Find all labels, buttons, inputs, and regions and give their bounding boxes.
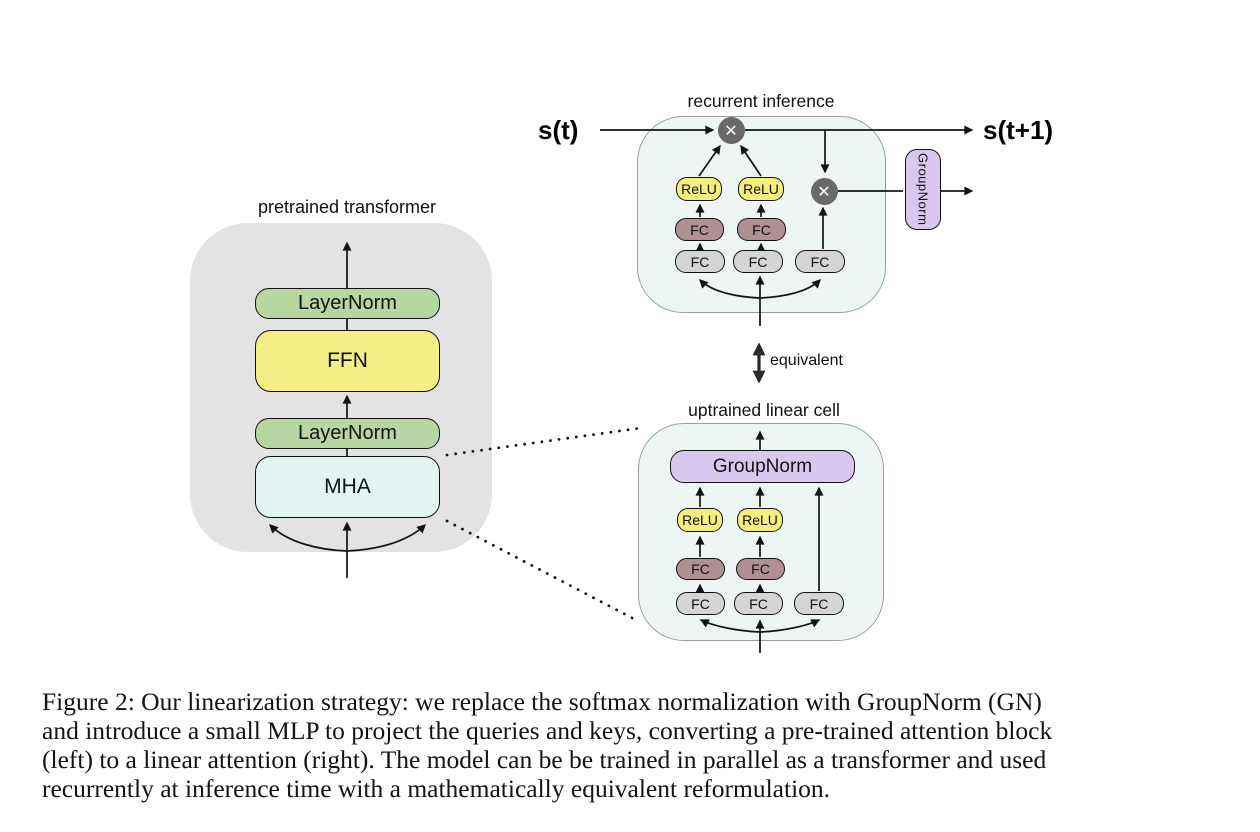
relu-block: ReLU: [737, 508, 783, 532]
caption-line: Figure 2: Our linearization strategy: we…: [42, 687, 1042, 716]
fc-block-gray: FC: [733, 250, 783, 273]
relu-block: ReLU: [677, 508, 723, 532]
recurrent-panel-title: recurrent inference: [687, 91, 835, 111]
caption-line: (left) to a linear attention (right). Th…: [42, 745, 1047, 774]
uptrained-cell-wires: [695, 430, 824, 653]
fc-block-mauve: FC: [676, 558, 725, 580]
groupnorm-vertical-block: GroupNorm: [905, 149, 941, 230]
state-in-label: s(t): [538, 115, 579, 145]
fc-block-gray: FC: [675, 250, 725, 273]
caption-line: and introduce a small MLP to project the…: [42, 716, 1053, 745]
fc-block-gray: FC: [794, 592, 844, 615]
left-panel-title: pretrained transformer: [257, 197, 437, 217]
zoom-dotted-lines: [445, 426, 643, 622]
mha-block: MHA: [255, 456, 440, 518]
multiply-node-top: ✕: [717, 116, 745, 144]
fc-block-gray: FC: [734, 592, 783, 615]
fc-block-gray: FC: [676, 592, 725, 615]
figure-caption: Figure 2: Our linearization strategy: we…: [42, 687, 1052, 803]
layernorm-top-block: LayerNorm: [255, 288, 440, 319]
groupnorm-block: GroupNorm: [670, 450, 855, 483]
multiply-node-right: ✕: [810, 177, 838, 205]
fc-block-mauve: FC: [737, 218, 786, 241]
equivalent-label: equivalent: [770, 352, 843, 369]
fc-block-mauve: FC: [675, 218, 724, 241]
caption-line: recurrently at inference time with a mat…: [42, 774, 831, 803]
fc-block-gray: FC: [795, 250, 845, 273]
uptrained-panel-title: uptrained linear cell: [688, 400, 840, 420]
ffn-block: FFN: [255, 330, 440, 392]
relu-block: ReLU: [676, 177, 722, 201]
fc-block-mauve: FC: [736, 558, 785, 580]
left-panel-wires: [269, 241, 426, 578]
recurrent-cell-wires: [600, 125, 974, 326]
state-out-label: s(t+1): [983, 115, 1054, 145]
layernorm-bottom-block: LayerNorm: [255, 418, 440, 449]
relu-block: ReLU: [738, 177, 784, 201]
